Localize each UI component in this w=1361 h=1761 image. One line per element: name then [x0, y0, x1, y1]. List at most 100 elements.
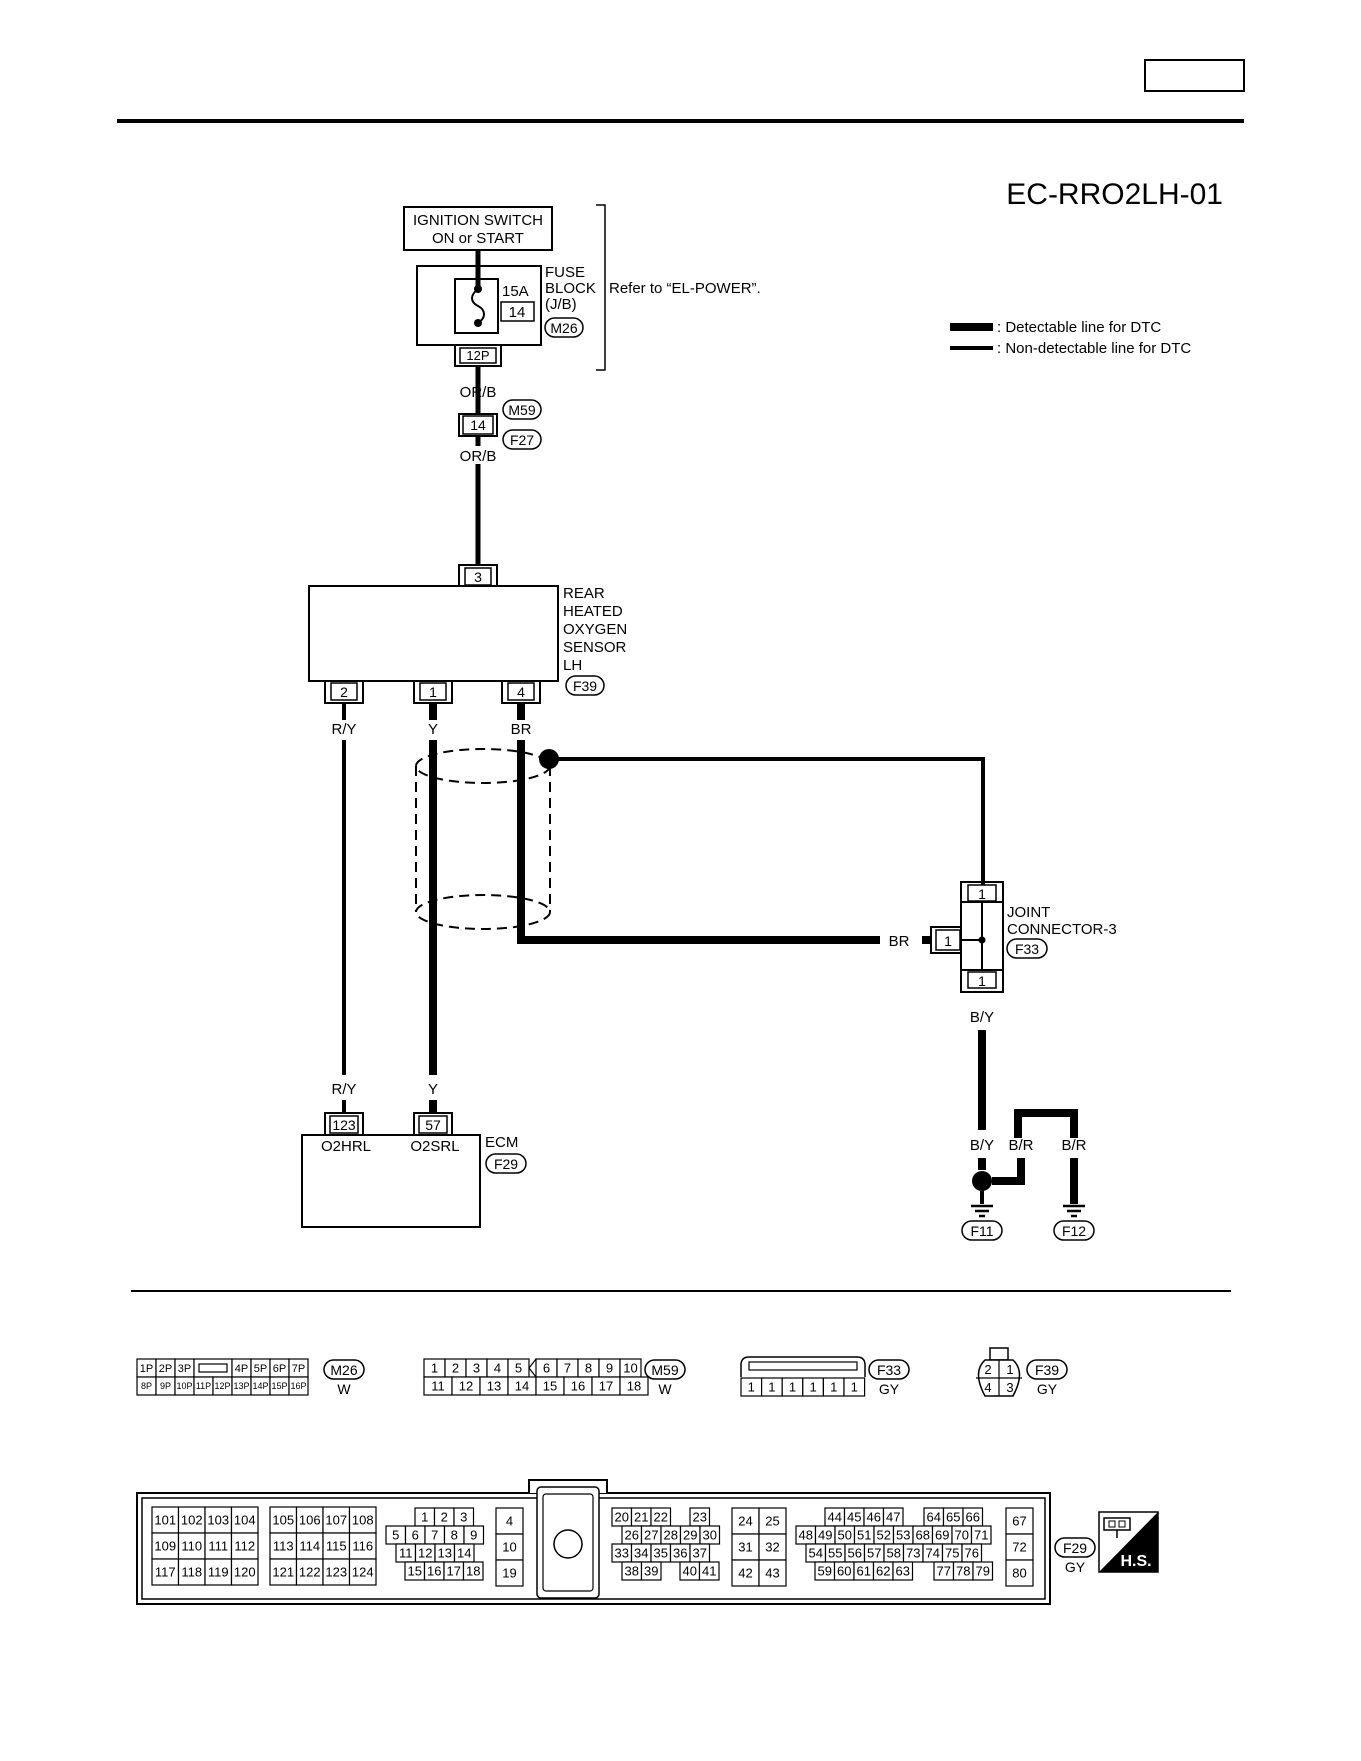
f39-label: F39 — [1035, 1362, 1059, 1378]
ground-node-f11 — [972, 1171, 992, 1191]
hs-badge-triangle — [1099, 1512, 1158, 1572]
sensor-label-1: REAR — [563, 585, 605, 602]
f29-pin-116-cell — [348, 1532, 377, 1560]
joint-bottom-bracket — [960, 970, 1004, 993]
connector-m26-label: M26 — [550, 320, 577, 336]
ecm-pin57-box — [418, 1115, 448, 1134]
f29-pin-23: 23 — [693, 1510, 707, 1525]
f33-badge — [868, 1359, 910, 1380]
f29-pin-72: 72 — [1012, 1540, 1026, 1555]
f29-pin-78: 78 — [956, 1564, 970, 1579]
wire-color-br1: B/R — [1008, 1137, 1033, 1154]
f29-pin-69: 69 — [935, 1528, 949, 1543]
wire-color-orb-bottom: OR/B — [460, 448, 497, 465]
f29-pin-77: 77 — [937, 1564, 951, 1579]
ground-f11-badge — [961, 1220, 1003, 1241]
fuse-number-box — [500, 301, 535, 322]
ground-symbol-f12 — [1063, 1204, 1085, 1218]
wire-shield-drain — [549, 757, 985, 885]
f29-pin-67-cell — [1005, 1507, 1034, 1535]
f29-pin-68: 68 — [916, 1528, 930, 1543]
f29-pin-119-cell — [204, 1558, 233, 1586]
f29-pin-35: 35 — [654, 1546, 668, 1561]
m59-label: M59 — [651, 1362, 678, 1378]
f29-pin-25-cell — [758, 1507, 787, 1535]
refer-el-power: Refer to “EL-POWER”. — [609, 280, 761, 297]
f29-pin-4: 4 — [506, 1514, 513, 1529]
f29-pin-117-cell — [151, 1558, 180, 1586]
f29-pin-21: 21 — [634, 1510, 648, 1525]
m26-pin-9P: 9P — [160, 1381, 171, 1391]
legend-detectable-text: : Detectable line for DTC — [997, 319, 1161, 336]
f29-pin-56: 56 — [848, 1546, 862, 1561]
f29-pin-124-cell — [348, 1558, 377, 1586]
f33-pin-5: 1 — [851, 1380, 858, 1395]
harness-connector-icon — [1103, 1517, 1131, 1538]
hs-badge: H.S. — [1098, 1511, 1159, 1573]
joint-bottom-pin-box — [967, 971, 997, 989]
wire-color-ry-bottom: R/Y — [331, 1081, 356, 1098]
m26-pin-2P: 2P — [159, 1363, 172, 1375]
f29-pin-11: 11 — [399, 1546, 413, 1561]
f29-pin-18: 18 — [466, 1564, 480, 1579]
f29-pin-49: 49 — [818, 1528, 832, 1543]
m59-pin-4: 4 — [494, 1361, 501, 1376]
fuse-block-terminal: 12P — [466, 348, 489, 363]
m59-badge — [644, 1359, 686, 1380]
f29-pin-55: 55 — [828, 1546, 842, 1561]
f29-pin-103: 103 — [207, 1513, 229, 1528]
f29-pin-66: 66 — [966, 1510, 980, 1525]
f29-pin-72-cell — [1005, 1533, 1034, 1561]
m26-pin-3P: 3P — [178, 1363, 191, 1375]
m26-pin-7P: 7P — [292, 1363, 305, 1375]
f29-pin-53: 53 — [896, 1528, 910, 1543]
f29-pin-12: 12 — [418, 1546, 432, 1561]
f29-pin-62: 62 — [876, 1564, 890, 1579]
f29-pin-104: 104 — [234, 1513, 256, 1528]
ecm-pin123-bracket — [324, 1112, 364, 1135]
f33-pin-5-cell — [843, 1377, 866, 1397]
f29-pin-71: 71 — [974, 1528, 988, 1543]
fuse-block-terminal-box — [459, 347, 497, 364]
sensor-pin-2: 2 — [340, 684, 348, 700]
m26-pin-15P: 15P — [271, 1381, 287, 1391]
f29-pin-65: 65 — [946, 1510, 960, 1525]
f29-pin-73: 73 — [906, 1546, 920, 1561]
m26-pin-16P: 16P — [290, 1381, 306, 1391]
m26-pin-4P: 4P — [235, 1363, 248, 1375]
fuse-block-label2: BLOCK — [545, 280, 596, 297]
wire-color-br-top: BR — [511, 721, 532, 738]
f29-pin-112-cell — [230, 1532, 259, 1560]
m26-pin-1P: 1P — [140, 1363, 153, 1375]
ecm-pin57-bracket — [413, 1112, 453, 1135]
f29-pin-14: 14 — [457, 1546, 471, 1561]
sensor-pin-1: 1 — [429, 684, 437, 700]
f29-label: F29 — [1063, 1540, 1087, 1556]
f29-pin-6: 6 — [412, 1528, 419, 1543]
joint-pin-top: 1 — [978, 886, 986, 902]
f29-pin-17: 17 — [447, 1564, 461, 1579]
wire-br-main — [517, 740, 880, 944]
f29-pin-42: 42 — [738, 1566, 752, 1581]
ground-symbol-f11 — [971, 1191, 993, 1218]
connector-f29-badge — [485, 1153, 527, 1174]
f29-pin-8: 8 — [451, 1528, 458, 1543]
f29-pin-79: 79 — [976, 1564, 990, 1579]
legend-thick-line — [950, 323, 993, 331]
m26-pin-16P-cell — [288, 1376, 309, 1396]
f29-pin-38: 38 — [625, 1564, 639, 1579]
f29-pin-107: 107 — [325, 1513, 347, 1528]
f29-pin-119: 119 — [208, 1565, 229, 1580]
f29-pin-1: 1 — [421, 1510, 428, 1525]
sensor-pin-3: 3 — [474, 569, 482, 585]
f29-pin-114: 114 — [299, 1539, 320, 1554]
f29-pin-106: 106 — [299, 1513, 321, 1528]
legend-nondetectable-text: : Non-detectable line for DTC — [997, 340, 1191, 357]
f29-pin-59: 59 — [818, 1564, 832, 1579]
fuse-amp: 15A — [502, 283, 529, 300]
f29-pin-116: 116 — [352, 1539, 373, 1554]
ecm-label: ECM — [485, 1134, 518, 1151]
f39-pin-1: 1 — [1006, 1362, 1013, 1377]
